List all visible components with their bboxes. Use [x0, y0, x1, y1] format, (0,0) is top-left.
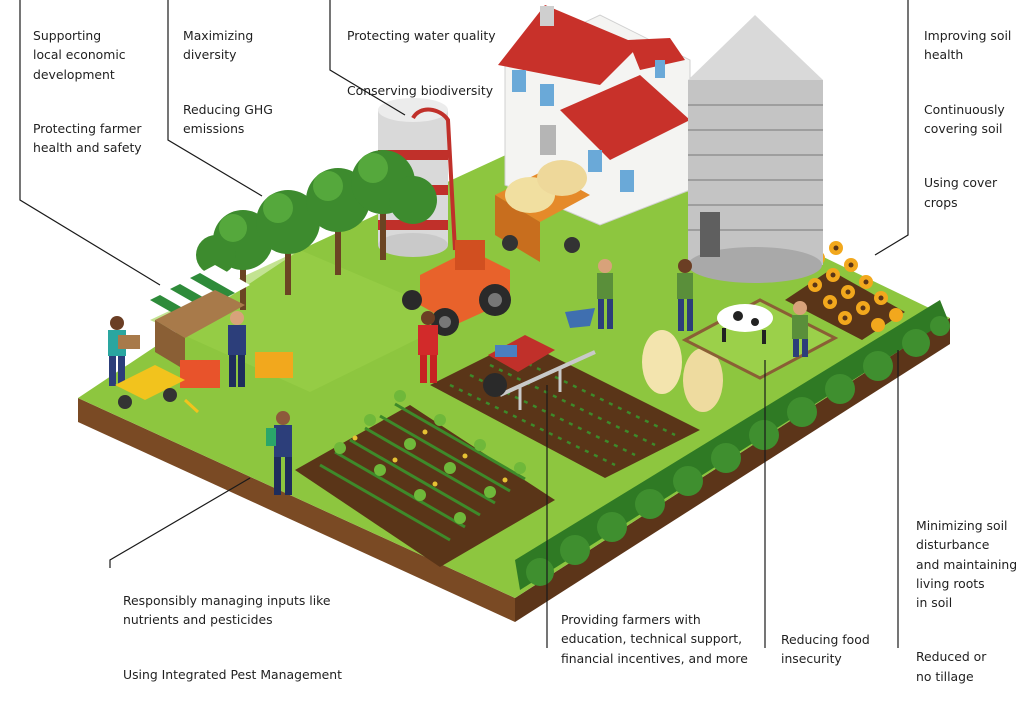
grain-silo	[688, 15, 823, 283]
label-water-quality: Protecting water quality	[347, 28, 496, 44]
label-reducing-ghg: Reducing GHG emissions	[183, 101, 273, 137]
label-biodiversity: Conserving biodiversity	[347, 82, 494, 98]
sustainable-farm-illustration	[19, 0, 950, 648]
label-group-water: Protecting water quality Conserving biod…	[347, 7, 496, 119]
label-group-support: Providing farmers with education, techni…	[561, 591, 748, 687]
worker-wheelbarrow	[565, 259, 613, 329]
hay-bales	[642, 330, 723, 412]
label-cover-crops: Using cover crops	[924, 175, 998, 210]
worker-red	[418, 311, 438, 383]
tree-row	[196, 150, 437, 310]
label-group-food: Reducing food insecurity	[781, 611, 870, 688]
label-minimizing-disturbance: Minimizing soil disturbance and maintain…	[916, 518, 1018, 611]
hedge-row	[515, 300, 950, 590]
leader-lines	[19, 0, 909, 648]
farm-workers	[108, 259, 808, 495]
field-robot	[483, 335, 596, 410]
label-group-inputs: Responsibly managing inputs like nutrien…	[123, 572, 342, 703]
label-farmer-support: Providing farmers with education, techni…	[561, 612, 748, 666]
market-stall	[150, 265, 293, 388]
produce-cart	[115, 365, 200, 414]
worker-sprayer	[266, 411, 292, 495]
label-ipm: Using Integrated Pest Management	[123, 666, 342, 682]
worker-market	[108, 316, 140, 386]
worker-stall	[228, 311, 246, 387]
label-supporting-local-development: Supporting local economic development	[33, 28, 126, 82]
label-group-community: Supporting local economic development Pr…	[33, 7, 142, 177]
label-soil-health: Improving soil health	[924, 28, 1012, 63]
tractor	[402, 240, 511, 336]
hay-wagon	[495, 160, 590, 262]
corn-field	[295, 390, 555, 567]
label-no-tillage: Reduced or no tillage	[916, 649, 987, 684]
label-covering-soil: Continuously covering soil	[924, 101, 1005, 137]
worker-cow	[792, 301, 808, 357]
label-managing-inputs: Responsibly managing inputs like nutrien…	[123, 593, 331, 628]
label-group-soil-health: Improving soil health Continuously cover…	[924, 7, 1011, 231]
worker-pen	[677, 259, 693, 331]
label-group-diversity: Maximizing diversity Reducing GHG emissi…	[183, 7, 273, 157]
label-farmer-health-safety: Protecting farmer health and safety	[33, 121, 142, 156]
label-maximizing-diversity: Maximizing diversity	[183, 28, 254, 63]
label-group-tillage: Minimizing soil disturbance and maintain…	[916, 497, 1017, 705]
label-food-insecurity: Reducing food insecurity	[781, 632, 870, 667]
